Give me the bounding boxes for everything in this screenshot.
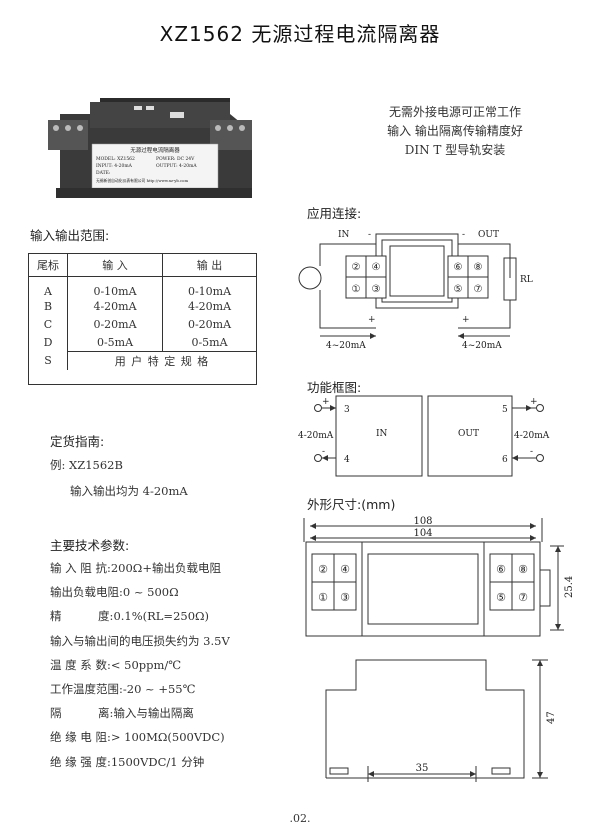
block-in-minus: -	[322, 447, 325, 457]
wiring-load-label: RL	[520, 275, 533, 285]
col-header-input: 输 入	[67, 254, 163, 277]
wiring-diagram: IN - - OUT RL + + 4~20mA 4~20mA ② ④ ① ③ …	[298, 230, 533, 351]
wiring-in-minus: -	[368, 230, 371, 240]
spec-item: 输 入 阻 抗:200Ω+输出负载电阻	[50, 561, 221, 575]
wiring-current-out: 4~20mA	[462, 341, 502, 351]
block-pin-4: 4	[344, 455, 350, 465]
feature-line: 输入 输出隔离传输精度好	[387, 124, 523, 138]
label-header: 无源过程电流隔离器	[130, 146, 180, 154]
dim-terminal-4: ④	[340, 563, 350, 576]
block-pin-3: 3	[344, 405, 350, 415]
terminal-4: ④	[372, 262, 381, 273]
col-header-output: 输 出	[162, 254, 256, 277]
dim-width-inner: 104	[413, 528, 432, 539]
page-number: .02.	[289, 812, 311, 825]
terminal-3: ③	[372, 284, 381, 295]
wiring-out-plus: +	[462, 315, 470, 325]
label-model: MODEL: XZ1562	[96, 156, 135, 162]
product-photo: 无源过程电流隔离器 MODEL: XZ1562 POWER: DC 24V IN…	[48, 98, 252, 198]
block-current-out: 4-20mA	[514, 431, 550, 441]
terminal-7: ⑦	[474, 284, 483, 295]
dim-rail: 35	[416, 763, 429, 774]
spec-item: 绝 缘 电 阻:> 100MΩ(500VDC)	[50, 730, 225, 745]
dim-terminal-7: ⑦	[518, 591, 528, 604]
table-row: A 0-10mA 0-10mA	[29, 276, 256, 298]
feature-line: 无需外接电源可正常工作	[388, 105, 521, 119]
dim-terminal-6: ⑥	[496, 563, 506, 576]
wiring-in-label: IN	[338, 230, 350, 240]
block-in-label: IN	[376, 429, 388, 439]
dims-drawing: 108 104 25.4 47 35 ② ④ ① ③ ⑥ ⑧ ⑤ ⑦	[303, 516, 575, 782]
order-example: 例: XZ1562B	[50, 458, 123, 472]
block-current-in: 4-20mA	[298, 431, 334, 441]
block-diagram: + - + - 3 4 5 6 IN OUT 4-20mA 4-20mA	[298, 395, 550, 477]
wiring-heading: 应用连接:	[307, 206, 362, 221]
block-pin-6: 6	[502, 455, 508, 465]
range-heading: 输入输出范围:	[30, 228, 110, 243]
spec-item: 输入与输出间的电压损失约为 3.5V	[50, 633, 230, 648]
wiring-in-plus: +	[368, 315, 376, 325]
dim-height-side: 47	[546, 711, 557, 724]
table-row: B 4-20mA 4-20mA	[29, 297, 256, 316]
spec-item: 绝 缘 强 度:1500VDC/1 分钟	[50, 754, 205, 769]
spec-item: 隔 离:输入与输出隔离	[50, 706, 194, 721]
terminal-2: ②	[352, 262, 361, 273]
label-output: OUTPUT: 4-20mA	[156, 163, 197, 169]
dim-terminal-2: ②	[318, 563, 328, 576]
spec-item: 输出负载电阻:0 ~ 500Ω	[50, 585, 179, 600]
order-heading: 定货指南:	[50, 434, 105, 449]
spec-item: 工作温度范围:-20 ~ +55℃	[50, 681, 196, 696]
label-power: POWER: DC 24V	[156, 156, 195, 162]
dim-terminal-5: ⑤	[496, 591, 506, 604]
dim-width-outer: 108	[413, 516, 432, 527]
order-note: 输入输出均为 4-20mA	[70, 484, 188, 498]
spec-item: 温 度 系 数:< 50ppm/℃	[50, 657, 182, 672]
wiring-out-minus: -	[462, 230, 465, 240]
dim-terminal-1: ①	[318, 591, 328, 604]
features: 无需外接电源可正常工作 输入 输出隔离传输精度好 DIN T 型导轨安装	[340, 103, 570, 160]
terminal-6: ⑥	[454, 262, 463, 273]
dim-terminal-3: ③	[340, 591, 350, 604]
feature-line: DIN T 型导轨安装	[404, 143, 506, 157]
terminal-8: ⑧	[474, 262, 483, 273]
wiring-current-in: 4~20mA	[326, 341, 366, 351]
label-company: 无锡新创自动化仪表有限公司 http://www.xz-yb.com	[96, 178, 188, 183]
dim-height-top: 25.4	[564, 576, 575, 598]
table-row: C 0-20mA 0-20mA	[29, 315, 256, 334]
terminal-5: ⑤	[454, 284, 463, 295]
terminal-1: ①	[352, 284, 361, 295]
block-out-minus: -	[530, 447, 533, 457]
block-heading: 功能框图:	[307, 380, 362, 395]
dims-heading: 外形尺寸:(mm)	[307, 497, 396, 512]
page-title: XZ1562 无源过程电流隔离器	[159, 22, 441, 46]
specs-heading: 主要技术参数:	[50, 538, 130, 553]
range-table: 尾标 输 入 输 出 A 0-10mA 0-10mA B 4-20mA 4-20…	[28, 253, 257, 385]
specs-list: 输 入 阻 抗:200Ω+输出负载电阻 输出负载电阻:0 ~ 500Ω 精 度:…	[50, 560, 230, 778]
label-input: INPUT: 4-20mA	[96, 163, 133, 169]
dim-terminal-8: ⑧	[518, 563, 528, 576]
table-row: D 0-5mA 0-5mA	[29, 333, 256, 352]
wiring-out-label: OUT	[478, 230, 499, 240]
block-out-label: OUT	[458, 429, 479, 439]
col-header-code: 尾标	[29, 254, 68, 277]
table-row: S 用 户 特 定 规 格	[29, 351, 256, 370]
label-date: DATE:	[96, 170, 111, 176]
block-in-plus: +	[322, 397, 330, 407]
block-out-plus: +	[530, 397, 538, 407]
block-pin-5: 5	[502, 405, 508, 415]
spec-item: 精 度:0.1%(RL=250Ω)	[50, 609, 210, 624]
